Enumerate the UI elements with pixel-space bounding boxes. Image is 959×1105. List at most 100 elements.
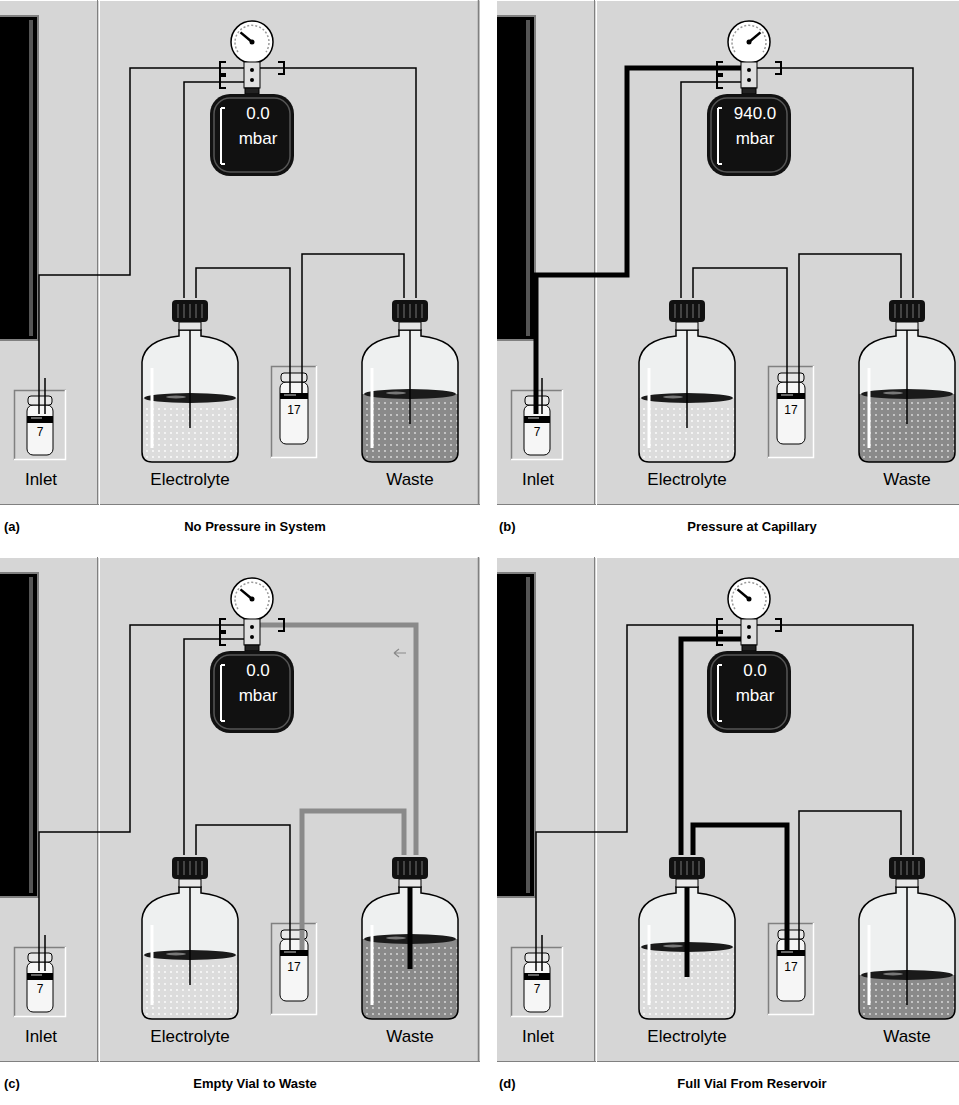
svg-line <box>535 953 537 971</box>
svg-line <box>906 885 908 1005</box>
svg-g <box>849 389 959 468</box>
svg-line <box>0 504 480 505</box>
vial-number: 7 <box>524 425 550 439</box>
bottle-label: Electrolyte <box>120 1027 260 1047</box>
pressure-unit: mbar <box>719 129 791 149</box>
svg-rect <box>280 393 308 399</box>
svg-path <box>732 582 766 609</box>
svg-path <box>717 633 723 645</box>
screen-panel: (b)Pressure at Capillary940.0mbar7InletE… <box>497 0 959 548</box>
svg-rect <box>777 939 805 1001</box>
svg-ellipse <box>386 937 406 940</box>
svg-line <box>705 81 741 83</box>
svg-rect <box>244 619 260 645</box>
svg-rect <box>511 390 563 460</box>
svg-line <box>705 66 741 71</box>
bottle-label: Electrolyte <box>120 470 260 490</box>
svg-rect <box>27 962 53 1012</box>
svg-path <box>511 947 563 1017</box>
svg-line <box>260 67 296 69</box>
svg-rect <box>179 322 201 330</box>
svg-rect <box>497 16 535 340</box>
svg-line <box>705 624 741 626</box>
svg-line <box>289 930 291 950</box>
pressure-canister-shape <box>705 575 793 735</box>
svg-line <box>31 974 42 976</box>
pressure-unit: mbar <box>222 686 294 706</box>
svg-line <box>397 304 399 318</box>
pressure-unit: mbar <box>719 686 791 706</box>
svg-line <box>786 373 788 393</box>
panel-letter: (a) <box>4 519 20 535</box>
svg-line <box>680 861 682 875</box>
svg-rect <box>896 879 918 887</box>
svg-ellipse <box>386 392 406 395</box>
svg-rect <box>524 973 550 980</box>
svg-line <box>785 930 790 950</box>
electrolyte-bottle: Electrolyte <box>629 298 745 492</box>
panel-caption: No Pressure in System <box>184 519 326 535</box>
svg-line <box>97 0 98 505</box>
svg-rect <box>28 953 52 962</box>
svg-rect <box>29 20 33 336</box>
pressure-canister: 940.0mbar <box>705 18 793 178</box>
waste-bottle-shape <box>352 298 468 492</box>
svg-line <box>99 0 100 505</box>
pressure-unit: mbar <box>222 129 294 149</box>
svg-line <box>408 885 413 969</box>
tube-connector <box>184 82 208 298</box>
bottle-label: Waste <box>340 1027 480 1047</box>
svg-rect <box>245 645 259 651</box>
svg-line <box>900 304 902 318</box>
svg-rect <box>271 366 317 458</box>
pressure-canister: 0.0 mbar <box>208 18 296 178</box>
svg-line <box>698 304 700 318</box>
svg-rect <box>172 857 208 879</box>
svg-line <box>535 935 537 971</box>
electrolyte-bottle-shape <box>629 855 745 1049</box>
screen-panel: (c)Empty Vial to Waste0.0mbar7InletElect… <box>0 557 480 1105</box>
svg-line <box>189 328 191 428</box>
svg-path <box>775 62 781 74</box>
svg-line <box>371 925 374 1005</box>
waste-bottle: Waste <box>849 298 959 492</box>
svg-line <box>868 368 871 448</box>
svg-line <box>421 304 423 318</box>
svg-ellipse <box>166 396 186 399</box>
bottle-label: Waste <box>340 470 480 490</box>
svg-line <box>409 861 411 875</box>
svg-path <box>717 62 723 74</box>
svg-ellipse <box>883 392 903 395</box>
svg-line <box>208 624 244 626</box>
svg-rect <box>511 947 563 1017</box>
svg-path <box>775 619 781 631</box>
svg-path <box>271 923 317 1015</box>
tube-connector <box>793 625 913 855</box>
svg-rect <box>27 416 53 423</box>
svg-path <box>14 390 66 460</box>
svg-line <box>686 861 688 875</box>
svg-rect <box>392 300 428 322</box>
svg-rect <box>669 300 705 322</box>
svg-line <box>284 394 296 396</box>
svg-rect <box>707 651 791 733</box>
svg-line <box>403 304 405 318</box>
waste-bottle: Waste <box>352 298 468 492</box>
svg-rect <box>280 950 308 956</box>
svg-rect <box>741 619 757 645</box>
svg-rect <box>896 322 918 330</box>
svg-line <box>497 504 959 505</box>
svg-line <box>208 81 244 83</box>
pressure-value: 0.0 <box>222 104 294 124</box>
svg-line <box>594 0 595 505</box>
svg-line <box>289 373 291 393</box>
svg-line <box>906 861 908 875</box>
svg-line <box>674 861 676 875</box>
svg-line <box>541 953 543 971</box>
bottle-label: Waste <box>837 470 959 490</box>
svg-path <box>717 619 723 631</box>
svg-line <box>528 974 539 976</box>
svg-rect <box>778 373 804 382</box>
svg-line <box>648 368 651 448</box>
svg-path <box>220 619 226 631</box>
